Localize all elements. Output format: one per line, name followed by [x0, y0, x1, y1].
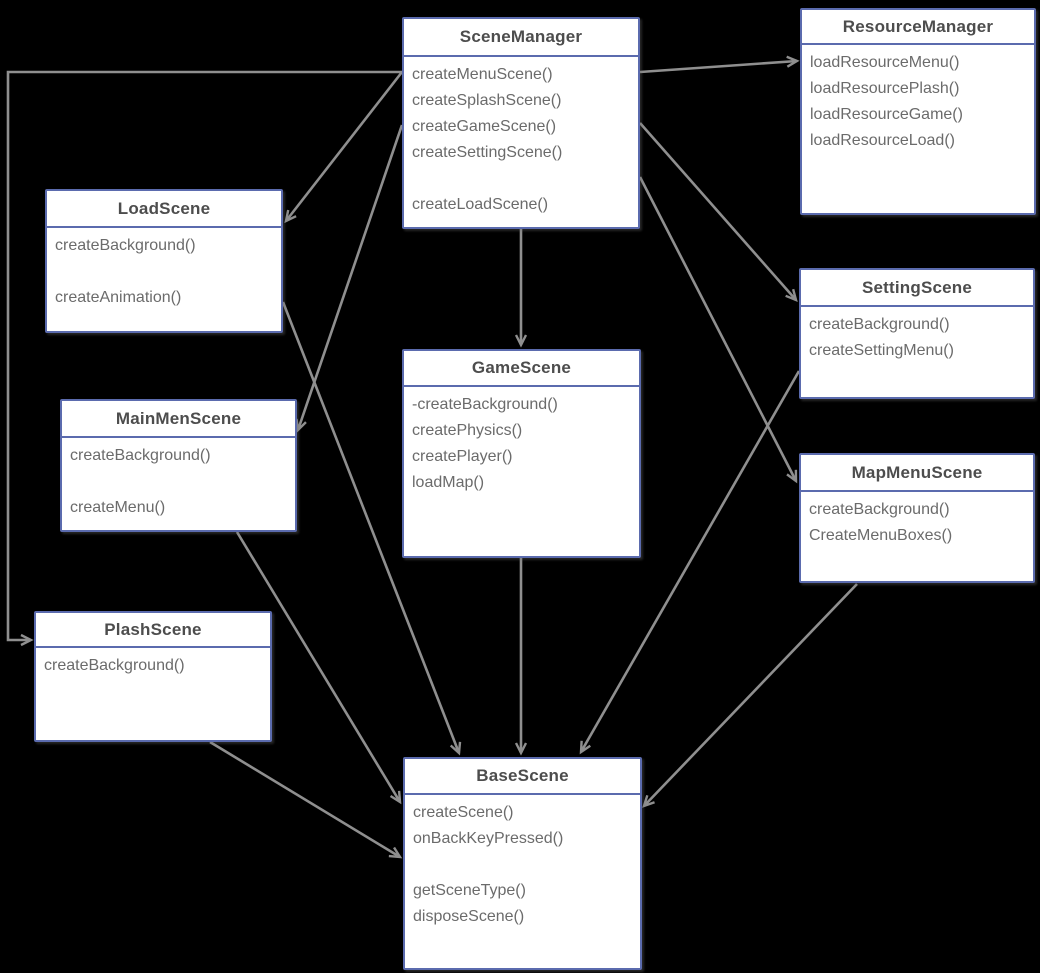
class-methods-loadscene: createBackground() createAnimation() [47, 228, 281, 311]
method-label: loadResourceGame() [810, 106, 963, 123]
class-methods-mapmenuscene: createBackground() CreateMenuBoxes() [801, 492, 1033, 549]
class-methods-gamescene: -createBackground() createPhysics() create… [404, 387, 639, 496]
class-node-resourcemanager[interactable]: ResourceManager loadResourceMenu()loadRe… [800, 8, 1036, 215]
class-node-scenemanager[interactable]: SceneManager createMenuScene() createSpla… [402, 17, 640, 229]
method-label: onBackKeyPressed() [413, 830, 564, 847]
class-methods-basescene: createScene() onBackKeyPressed() getScene… [405, 795, 640, 930]
class-methods-scenemanager: createMenuScene() createSplashScene() crea… [404, 57, 638, 218]
class-node-plashscene[interactable]: PlashScene createBackground() [34, 611, 272, 742]
method-label: createGameScene() [412, 118, 557, 135]
method-label: createLoadScene() [412, 196, 549, 213]
method-label: loadResourceMenu() [810, 54, 960, 71]
method-label: CreateMenuBoxes() [809, 527, 953, 544]
class-node-gamescene[interactable]: GameScene -createBackground() createPhysi… [402, 349, 641, 558]
method-label: createMenu() [70, 499, 166, 516]
class-title-mainmenscene: MainMenScene [62, 401, 295, 438]
edge-SceneManager-to-MainMenScene [295, 124, 404, 433]
class-title-basescene: BaseScene [405, 759, 640, 795]
method-spacer [413, 852, 632, 878]
method-label: loadResourcePlash() [810, 80, 960, 97]
method-label: createSettingMenu() [809, 342, 954, 359]
class-title-mapmenuscene: MapMenuScene [801, 455, 1033, 492]
edge-LoadScene-to-BaseScene [281, 301, 462, 756]
edge-SceneManager-to-LoadScene [284, 71, 404, 224]
method-label: createSplashScene() [412, 92, 562, 109]
edge-SceneManager-to-SettingScene [639, 122, 798, 303]
class-title-settingscene: SettingScene [801, 270, 1033, 307]
class-node-basescene[interactable]: BaseScene createScene() onBackKeyPressed(… [403, 757, 642, 970]
method-label: createPhysics() [412, 422, 523, 439]
edge-PlashScene-to-BaseScene [209, 740, 403, 859]
method-label: -createBackground() [412, 396, 558, 413]
edge-SettingScene-to-BaseScene [579, 370, 801, 755]
class-node-settingscene[interactable]: SettingScene createBackground() createSet… [799, 268, 1035, 399]
method-label: createBackground() [809, 501, 950, 518]
method-label: createBackground() [44, 657, 185, 674]
method-spacer [55, 259, 273, 285]
method-label: getSceneType() [413, 882, 526, 899]
edge-SceneManager-to-MapMenuScene [638, 176, 798, 484]
class-title-scenemanager: SceneManager [404, 19, 638, 57]
method-label: loadMap() [412, 474, 485, 491]
edge-MainMenScene-to-BaseScene [235, 531, 402, 805]
class-title-resourcemanager: ResourceManager [802, 10, 1034, 45]
class-methods-resourcemanager: loadResourceMenu() loadResourcePlash() loa… [802, 45, 1034, 154]
class-title-gamescene: GameScene [404, 351, 639, 387]
method-label: createMenuScene() [412, 66, 553, 83]
method-label: createSettingScene() [412, 144, 563, 161]
edge-SceneManager-to-ResourceManager [639, 55, 800, 74]
class-node-mainmenscene[interactable]: MainMenScene createBackground() createMe… [60, 399, 297, 532]
method-label: createBackground() [809, 316, 950, 333]
class-methods-settingscene: createBackground() createSettingMenu() [801, 307, 1033, 364]
edge-MapMenuScene-to-BaseScene [642, 583, 858, 808]
method-spacer [70, 469, 287, 495]
class-title-loadscene: LoadScene [47, 191, 281, 228]
method-label: loadResourceLoad() [810, 132, 955, 149]
method-spacer [412, 166, 630, 192]
class-node-loadscene[interactable]: LoadScene createBackground() createAnima… [45, 189, 283, 333]
class-methods-plashscene: createBackground() [36, 648, 270, 679]
method-label: createScene() [413, 804, 514, 821]
edge-SceneManager-to-PlashScene [6, 70, 402, 647]
method-label: createBackground() [55, 237, 196, 254]
class-methods-mainmenscene: createBackground() createMenu() [62, 438, 295, 521]
class-title-plashscene: PlashScene [36, 613, 270, 648]
method-label: createPlayer() [412, 448, 513, 465]
method-label: createAnimation() [55, 289, 182, 306]
method-label: disposeScene() [413, 908, 525, 925]
class-node-mapmenuscene[interactable]: MapMenuScene createBackground() CreateMen… [799, 453, 1035, 583]
method-label: createBackground() [70, 447, 211, 464]
